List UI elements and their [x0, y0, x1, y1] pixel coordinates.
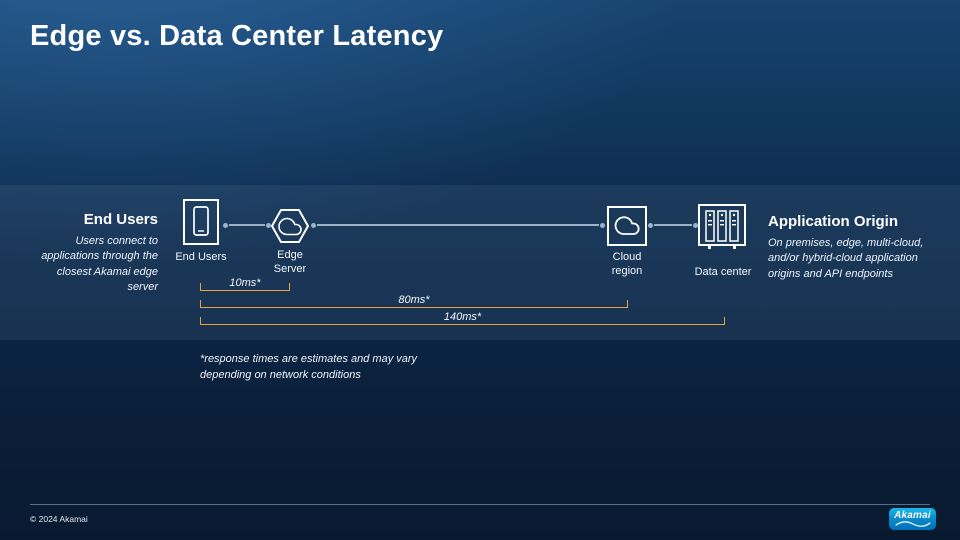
- latency-label-10ms: 10ms*: [229, 277, 261, 289]
- edge-server-node-label: Edge Server: [273, 249, 307, 275]
- footnote: *response times are estimates and may va…: [200, 353, 418, 381]
- diagram-band: [0, 185, 960, 340]
- page-title: Edge vs. Data Center Latency: [30, 20, 444, 52]
- application-origin-description: On premises, edge, multi-cloud, and/or h…: [768, 237, 924, 280]
- end-users-node-label: End Users: [175, 251, 227, 263]
- logo-wave-icon: [894, 521, 931, 527]
- copyright-text: © 2024 Akamai: [30, 514, 88, 524]
- application-origin-heading: Application Origin: [768, 213, 898, 230]
- latency-bracket-80ms: [200, 300, 628, 308]
- end-users-heading: End Users: [83, 211, 158, 228]
- end-users-description: Users connect to applications through th…: [41, 235, 158, 294]
- latency-label-80ms: 80ms*: [398, 294, 430, 306]
- footer-divider: [30, 504, 930, 505]
- akamai-logo: Akamai: [889, 508, 936, 530]
- connector-cloudregion-datacenter: [648, 222, 698, 228]
- connector-edgeserver-cloudregion: [311, 222, 605, 228]
- connector-endusers-edgeserver: [223, 222, 271, 228]
- data-center-node-label: Data center: [694, 266, 752, 278]
- cloud-region-node-label: Cloud region: [611, 251, 643, 277]
- latency-bracket-10ms: [200, 283, 290, 291]
- application-origin-panel: Application Origin On premises, edge, mu…: [768, 213, 932, 282]
- edge-hexagon-cloud-icon: [270, 208, 310, 249]
- akamai-logo-text: Akamai: [894, 510, 931, 521]
- end-users-panel: End Users Users connect to applications …: [36, 211, 158, 296]
- latency-bracket-140ms: [200, 317, 725, 325]
- data-center-icon: [698, 204, 746, 255]
- latency-label-140ms: 140ms*: [443, 311, 482, 323]
- smartphone-icon: [183, 199, 219, 250]
- cloud-box-icon: [607, 206, 647, 251]
